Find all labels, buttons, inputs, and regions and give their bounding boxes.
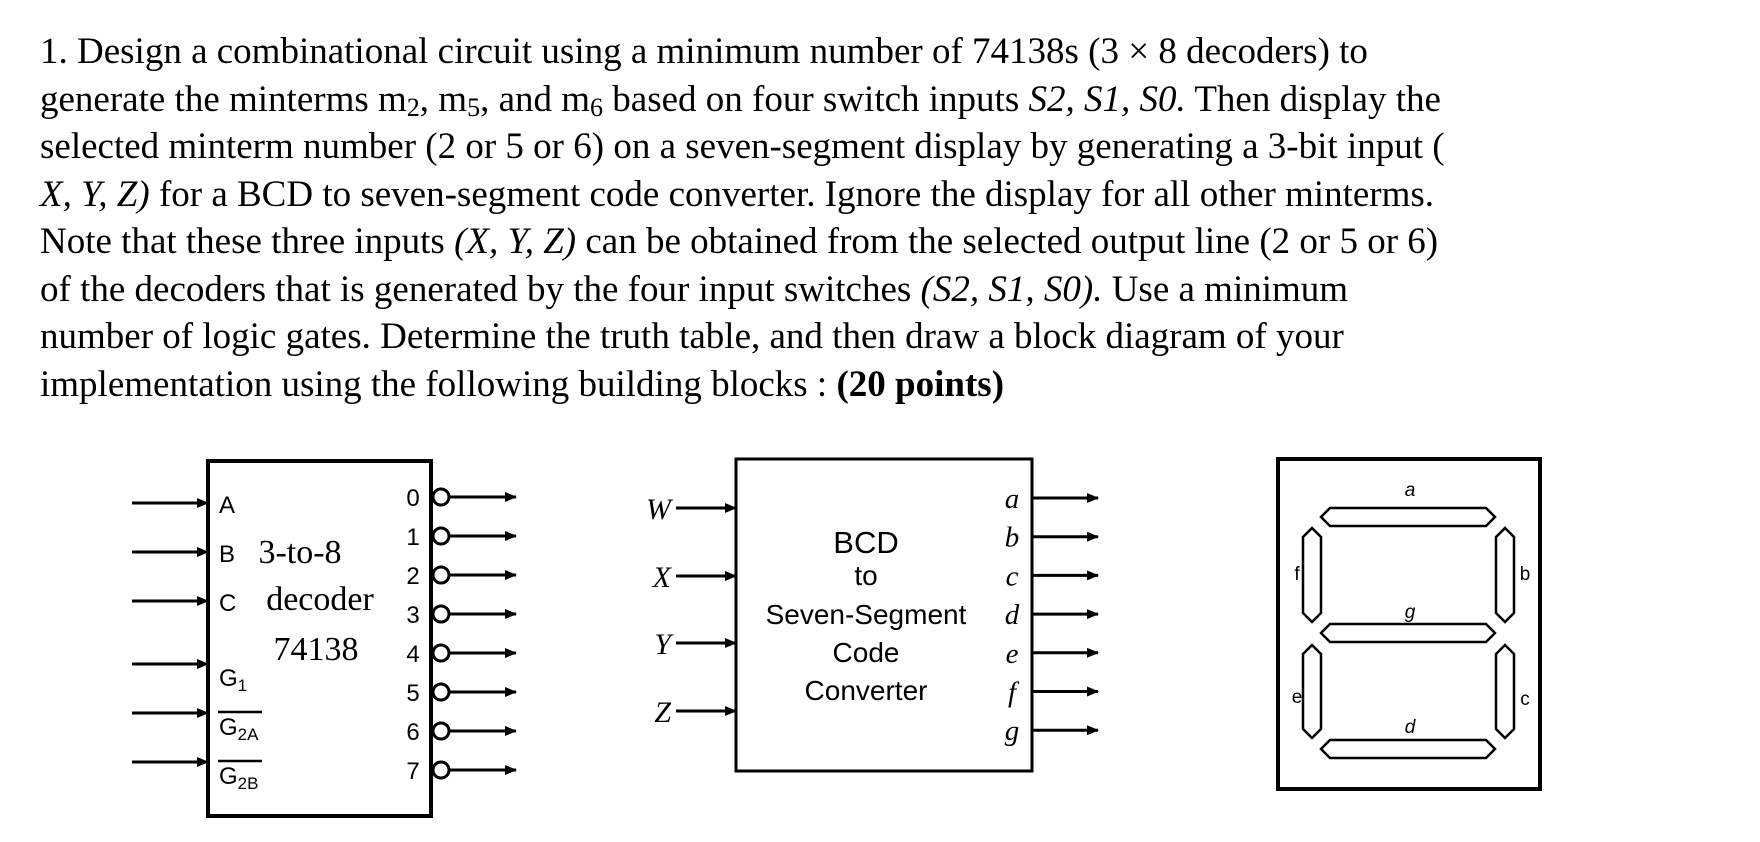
- segment-label: c: [1520, 689, 1530, 710]
- decoder-output-number: 6: [406, 719, 419, 746]
- converter-title-line: Converter: [805, 675, 928, 706]
- decoder-output-number: 5: [406, 680, 419, 707]
- decoder-input-label: B: [219, 541, 235, 568]
- converter-title-line: BCD: [833, 525, 898, 560]
- problem-line-2: generate the minterms m2, m5, and m6 bas…: [40, 76, 1740, 124]
- points-label: (20 points): [836, 363, 1005, 405]
- problem-text: Note that these three inputs: [40, 221, 455, 262]
- decoder-output-number: 3: [406, 602, 419, 629]
- segment-d: [1319, 738, 1497, 760]
- inversion-bubble: [431, 565, 451, 585]
- segment-g: [1319, 622, 1497, 644]
- decoder-output-number: 0: [406, 485, 419, 512]
- minterm-subscript: 6: [590, 92, 604, 122]
- segment-label: g: [1405, 602, 1416, 623]
- inversion-bubble: [431, 721, 451, 741]
- converter-output-label: d: [1005, 599, 1020, 631]
- decoder-output-number: 2: [406, 563, 419, 590]
- problem-text: number of logic gates. Determine the tru…: [40, 316, 1344, 357]
- segment-a: [1319, 506, 1497, 528]
- decoder-outputs: 0 1 2 3 4 5 6 7: [406, 485, 517, 785]
- segment-label: d: [1405, 717, 1417, 738]
- problem-text: selected minterm number (2 or 5 or 6) on…: [40, 126, 1445, 167]
- inversion-bubble: [431, 487, 451, 507]
- inversion-bubble: [431, 682, 451, 702]
- inversion-bubble: [431, 604, 451, 624]
- decoder-title-line: 3-to-8: [258, 534, 341, 571]
- inversion-bubble: [431, 760, 451, 780]
- converter-output-label: a: [1005, 483, 1020, 515]
- converter-title-line: to: [854, 560, 877, 591]
- problem-text: implementation using the following build…: [40, 363, 837, 405]
- decoder-title-line: 74138: [274, 631, 359, 668]
- problem-line-8: implementation using the following build…: [40, 361, 1740, 409]
- decoder-input-label: C: [219, 590, 236, 617]
- converter-title-line: Seven-Segment: [766, 599, 967, 630]
- input-variables: (X, Y, Z): [454, 221, 577, 262]
- decoder-title-line: decoder: [266, 581, 374, 618]
- converter-input-label: W: [646, 493, 674, 526]
- problem-line-7: number of logic gates. Determine the tru…: [40, 313, 1740, 361]
- decoder-output-number: 4: [406, 641, 419, 668]
- decoder-box: [206, 459, 433, 818]
- decoder-output-number: 1: [406, 524, 419, 551]
- display-segments: [1301, 506, 1516, 760]
- problem-text: of the decoders that is generated by the…: [40, 268, 921, 310]
- display-segment-labels: a b c d e f g: [1292, 480, 1531, 738]
- segment-c: [1494, 643, 1516, 740]
- segment-label: b: [1520, 564, 1531, 585]
- converter-input-label: X: [652, 561, 673, 594]
- problem-text: based on four switch inputs: [603, 78, 1029, 120]
- problem-text: for a BCD to seven-segment code converte…: [149, 173, 1435, 215]
- problem-text: 1. Design a combinational circuit using …: [40, 31, 1368, 72]
- minterm-subscript: 5: [467, 92, 481, 122]
- inversion-bubble: [431, 643, 451, 663]
- decoder-input-subscript: 2A: [238, 725, 259, 744]
- segment-e: [1301, 643, 1323, 740]
- decoder-input-label: A: [219, 492, 235, 519]
- input-variables: X, Y, Z): [40, 173, 150, 215]
- switch-variables: S2, S1, S0.: [1028, 78, 1186, 120]
- minterm-subscript: 2: [406, 92, 420, 122]
- converter-title-line: Code: [833, 637, 900, 668]
- converter-output-label: e: [1006, 638, 1019, 670]
- segment-b: [1494, 526, 1516, 624]
- problem-text: can be obtained from the selected output…: [576, 221, 1439, 262]
- problem-text: , and m: [480, 78, 591, 120]
- converter-output-label: c: [1006, 560, 1019, 592]
- converter-input-label: Y: [654, 628, 674, 661]
- problem-text: , m: [419, 78, 468, 120]
- decoder-input-subscript: 2B: [238, 774, 259, 793]
- switch-variables: (S2, S1, S0).: [920, 268, 1103, 310]
- problem-text: Use a minimum: [1102, 268, 1349, 310]
- problem-text: generate the minterms m: [40, 78, 407, 120]
- problem-statement: 1. Design a combinational circuit using …: [40, 28, 1740, 408]
- decoder-input-subscript: 1: [238, 676, 247, 695]
- decoder-output-number: 7: [406, 758, 419, 785]
- segment-f: [1301, 526, 1323, 624]
- problem-text: Then display the: [1185, 78, 1441, 120]
- seven-segment-display: a b c d e f g: [1276, 457, 1542, 791]
- converter-output-label: g: [1005, 715, 1020, 747]
- problem-line-6: of the decoders that is generated by the…: [40, 266, 1740, 314]
- problem-line-3: selected minterm number (2 or 5 or 6) on…: [40, 123, 1740, 171]
- converter-input-label: Z: [654, 696, 671, 729]
- problem-line-1: 1. Design a combinational circuit using …: [40, 28, 1740, 76]
- segment-label: f: [1294, 564, 1300, 585]
- converter-output-label: b: [1005, 522, 1020, 554]
- segment-label: e: [1292, 687, 1303, 708]
- inversion-bubble: [431, 526, 451, 546]
- segment-label: a: [1405, 480, 1416, 501]
- problem-line-5: Note that these three inputs (X, Y, Z) c…: [40, 218, 1740, 266]
- problem-line-4: X, Y, Z) for a BCD to seven-segment code…: [40, 171, 1740, 219]
- converter-inputs: W X Y Z: [646, 493, 737, 729]
